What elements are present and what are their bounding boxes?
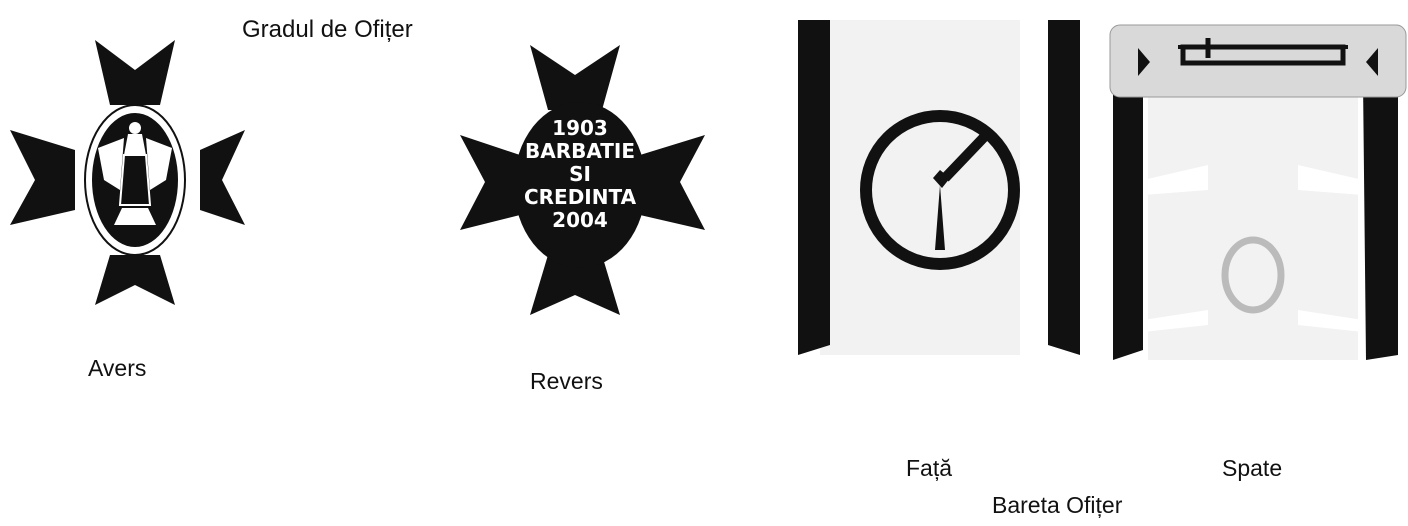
ribbon-back	[1108, 20, 1408, 365]
reverse-caption: Revers	[530, 368, 603, 395]
inscription-line-2: BARBATIE	[525, 139, 635, 163]
cross-arm-left	[460, 135, 520, 230]
inscription-line-3: SI	[569, 162, 591, 186]
medal-obverse	[0, 30, 260, 350]
ribbon-stripe-left	[1113, 80, 1143, 360]
cross-arm-right	[200, 130, 245, 225]
ribbon-back-caption: Spate	[1222, 455, 1282, 482]
cross-arm-top	[530, 45, 620, 110]
ribbon-front	[790, 20, 1090, 360]
cross-arm-top	[95, 40, 175, 105]
cross-arm-bottom	[95, 255, 175, 305]
ribbon-stripe-right	[1048, 20, 1080, 355]
medal-reverse: 1903 BARBATIE SI CREDINTA 2004	[450, 30, 710, 350]
ribbon-front-caption: Față	[906, 455, 952, 482]
inscription-line-4: CREDINTA	[524, 185, 637, 209]
inscription-line-5: 2004	[552, 208, 608, 232]
obverse-caption: Avers	[88, 355, 146, 382]
inscription-line-1: 1903	[552, 116, 608, 140]
ribbon-stripe-right	[1363, 80, 1398, 360]
cross-arm-left	[10, 130, 75, 225]
page-title: Gradul de Ofițer	[242, 16, 413, 44]
ribbon-section-title: Bareta Ofițer	[992, 492, 1122, 519]
cross-arm-right	[640, 135, 705, 230]
ribbon-stripe-left	[798, 20, 830, 355]
